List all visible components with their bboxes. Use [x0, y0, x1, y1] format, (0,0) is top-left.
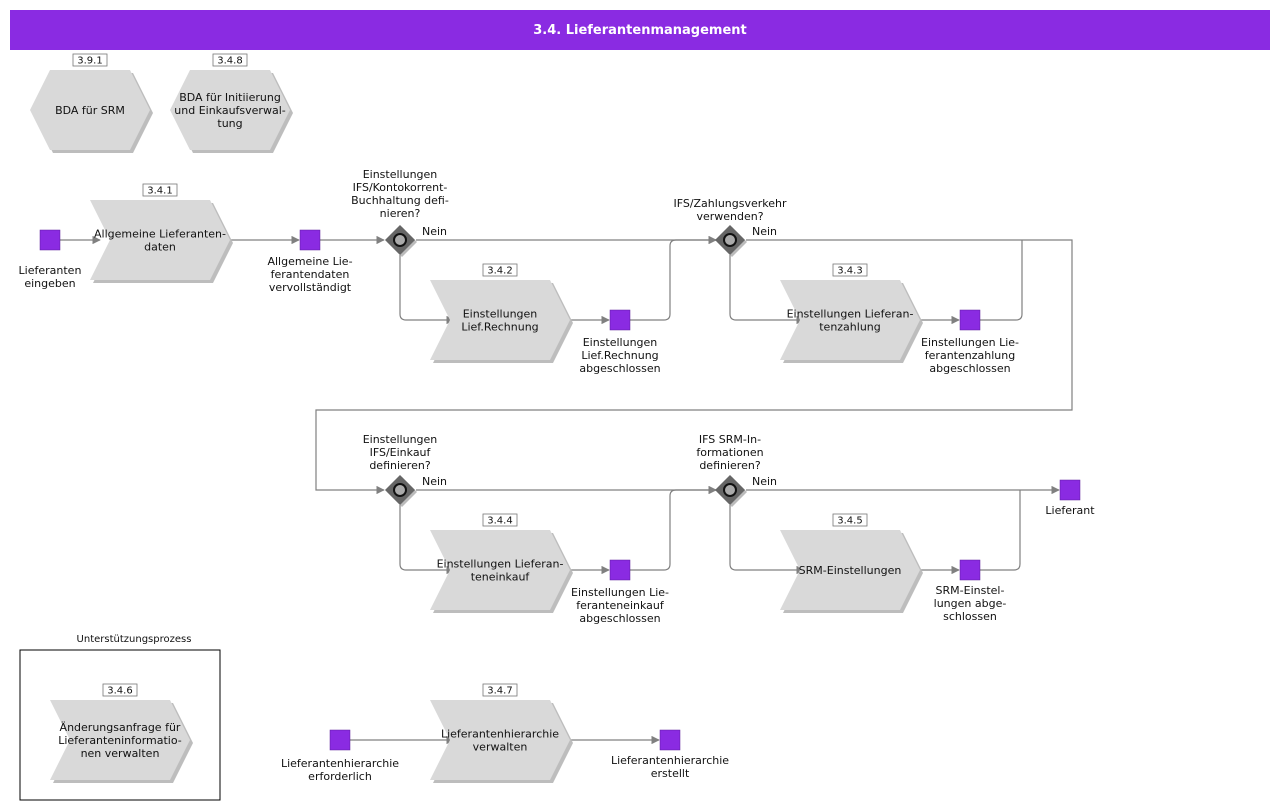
svg-text:3.4.4: 3.4.4 [487, 516, 512, 527]
process-tag: 3.4.7 [482, 683, 518, 697]
event-label: SRM-Einstel-lungen abge-schlossen [934, 584, 1007, 623]
process-tag: 3.4.3 [832, 263, 868, 277]
svg-text:3.4.1: 3.4.1 [147, 186, 172, 197]
hexagon-tag: 3.4.8 [212, 53, 248, 67]
sequence-flows [60, 235, 1073, 745]
process-label: Einstellungen Lieferan-teneinkauf [437, 558, 564, 584]
event-label: Lieferant [1045, 504, 1095, 517]
sequence-flow [729, 505, 805, 575]
process-tag: 3.4.1 [142, 183, 178, 197]
hexagon-label: BDA für SRM [55, 104, 125, 117]
process-label: Einstellungen Lieferan-tenzahlung [787, 308, 914, 334]
gateway-no-label: Nein [422, 225, 447, 238]
svg-text:3.4.8: 3.4.8 [217, 56, 242, 67]
event-e-srm[interactable]: SRM-Einstel-lungen abge-schlossen [934, 559, 1007, 623]
process-label: SRM-Einstellungen [799, 564, 902, 577]
sequence-flow [399, 505, 455, 575]
page-title: 3.4. Lieferantenmanagement [10, 10, 1270, 50]
process-tag: 3.4.5 [832, 513, 868, 527]
gateway-no-label: Nein [752, 225, 777, 238]
sequence-flow [980, 240, 1023, 321]
sequence-flow [630, 235, 717, 321]
process-tag: 3.4.6 [102, 683, 138, 697]
sequence-flow [315, 239, 1073, 495]
sequence-flow [399, 255, 455, 325]
svg-text:3.9.1: 3.9.1 [77, 56, 102, 67]
svg-text:3.4.5: 3.4.5 [837, 516, 862, 527]
support-process-group: Unterstützungsprozess [19, 634, 221, 801]
sequence-flow [980, 490, 1021, 571]
process-label: Allgemeine Lieferanten-daten [94, 228, 226, 254]
process-tag: 3.4.4 [482, 513, 518, 527]
sequence-flow [729, 255, 805, 325]
svg-text:3.4.2: 3.4.2 [487, 266, 512, 277]
gateway-no-label: Nein [752, 475, 777, 488]
hexagon-tag: 3.9.1 [72, 53, 108, 67]
svg-text:3.4.7: 3.4.7 [487, 686, 512, 697]
gateway-no-label: Nein [422, 475, 447, 488]
process-tag: 3.4.2 [482, 263, 518, 277]
group-label: Unterstützungsprozess [77, 634, 192, 645]
svg-text:3.4.6: 3.4.6 [107, 686, 132, 697]
svg-text:3.4.3: 3.4.3 [837, 266, 862, 277]
sequence-flow [630, 485, 717, 571]
event-e-lief[interactable]: Lieferant [1045, 479, 1095, 517]
